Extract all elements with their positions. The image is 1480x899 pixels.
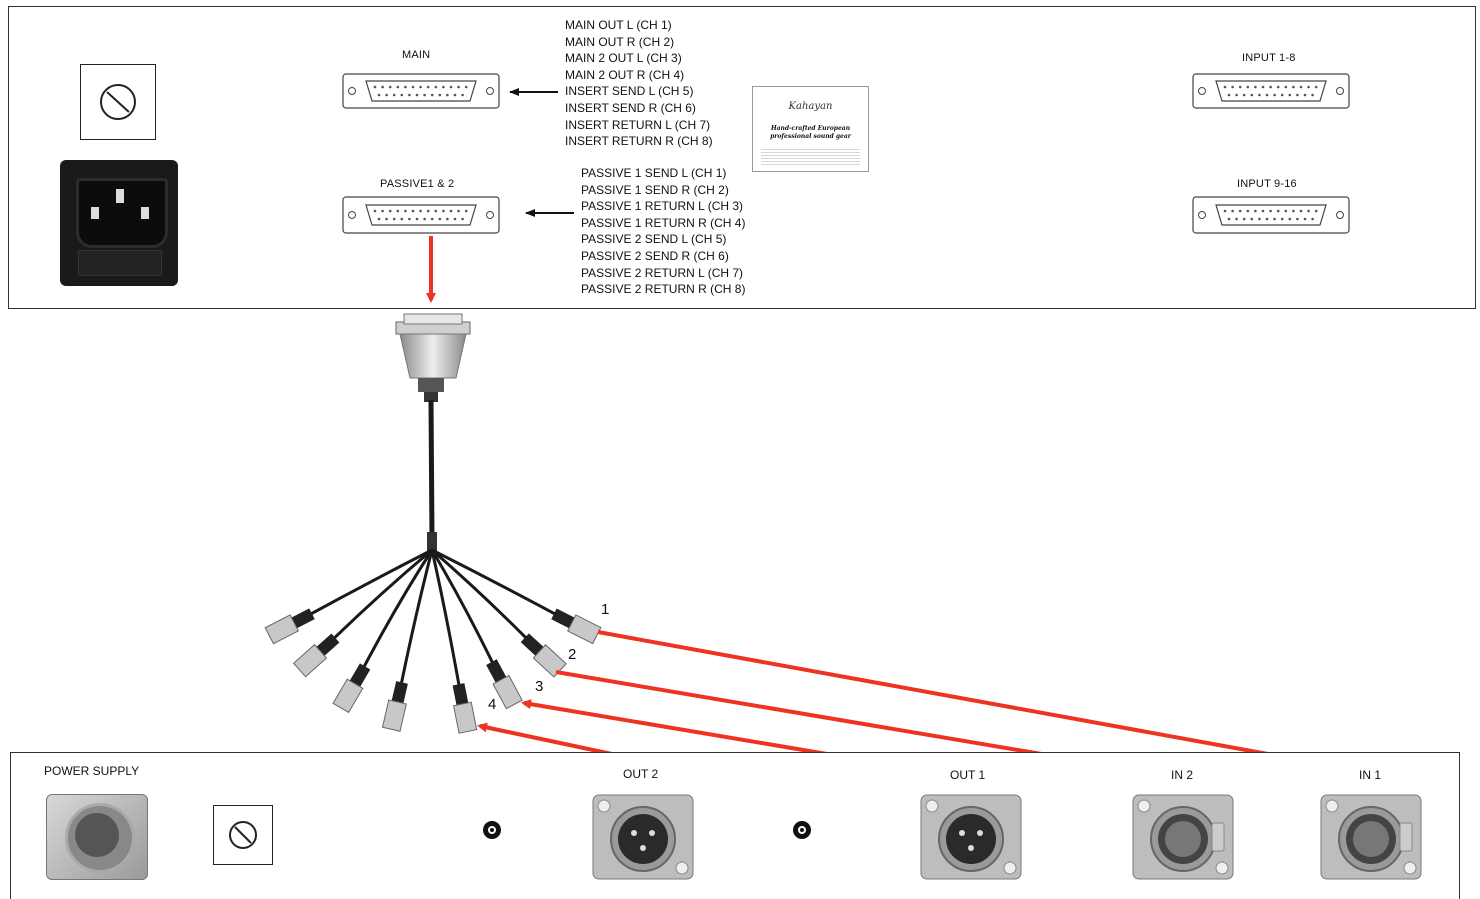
main-channel-item: INSERT RETURN L (CH 7) <box>565 117 711 132</box>
switch-icon <box>100 84 136 120</box>
top-rear-panel <box>8 6 1476 309</box>
main-connector-label: MAIN <box>402 49 431 61</box>
passive-channel-item: PASSIVE 1 RETURN L (CH 3) <box>581 199 744 214</box>
passive-channel-item: PASSIVE 2 SEND L (CH 5) <box>581 232 727 247</box>
main-channel-item: INSERT SEND L (CH 5) <box>565 84 694 99</box>
fanout-cable <box>431 548 571 624</box>
bottom-power-switch[interactable] <box>213 805 273 865</box>
out-2-xlr-connector[interactable] <box>592 794 694 880</box>
power-switch[interactable] <box>80 64 156 140</box>
main-channel-item: MAIN 2 OUT L (CH 3) <box>565 51 682 66</box>
passive-connector-label: PASSIVE1 & 2 <box>380 178 455 190</box>
passive-channel-item: PASSIVE 2 SEND R (CH 6) <box>581 248 729 263</box>
ground-post <box>793 821 811 839</box>
in-1-label: IN 1 <box>1359 768 1382 782</box>
xlr-plug <box>551 608 602 645</box>
route-arrow-1 <box>597 630 1337 770</box>
main-db25-connector[interactable] <box>342 73 500 109</box>
in-1-xlr-connector[interactable] <box>1320 794 1422 880</box>
ground-post <box>483 821 501 839</box>
main-channel-list: MAIN OUT L (CH 1) MAIN OUT R (CH 2) MAIN… <box>565 17 713 150</box>
xlr-plug <box>264 608 315 645</box>
fuse-drawer[interactable] <box>78 250 162 276</box>
cable-trunk <box>428 399 435 541</box>
xlr-plug <box>452 683 478 734</box>
passive-channel-item: PASSIVE 1 RETURN R (CH 4) <box>581 215 746 230</box>
input-1-8-db25-connector[interactable] <box>1192 73 1350 109</box>
fanout-cable <box>354 549 434 683</box>
passive-db25-connector[interactable] <box>342 196 500 234</box>
iec-power-inlet[interactable] <box>60 160 178 286</box>
cable-number: 4 <box>488 696 497 713</box>
passive-channel-item: PASSIVE 2 RETURN R (CH 8) <box>581 282 746 297</box>
power-supply-connector[interactable] <box>46 794 148 880</box>
main-channel-item: INSERT SEND R (CH 6) <box>565 100 696 115</box>
input-9-16-db25-connector[interactable] <box>1192 196 1350 234</box>
input-1-8-label: INPUT 1-8 <box>1242 52 1296 64</box>
passive-channel-item: PASSIVE 1 SEND R (CH 2) <box>581 182 729 197</box>
passive-channel-list: PASSIVE 1 SEND L (CH 1) PASSIVE 1 SEND R… <box>581 165 745 298</box>
brand-logo: Kahayan <box>788 101 833 112</box>
passive-channel-item: PASSIVE 1 SEND L (CH 1) <box>581 166 727 180</box>
xlr-plug <box>486 659 523 710</box>
iec-socket <box>76 178 168 248</box>
xlr-plug <box>332 663 371 714</box>
out-1-xlr-connector[interactable] <box>920 794 1022 880</box>
in-2-xlr-connector[interactable] <box>1132 794 1234 880</box>
xlr-plug <box>292 633 340 678</box>
tagline-line-2: professional sound gear <box>770 133 851 140</box>
fanout-cable <box>431 548 540 652</box>
main-channel-item: MAIN 2 OUT R (CH 4) <box>565 67 685 82</box>
main-channel-item: MAIN OUT R (CH 2) <box>565 34 675 49</box>
switch-icon <box>229 821 257 849</box>
manufacturer-label-card: Kahayan Hand-crafted European profession… <box>752 86 869 172</box>
db25-plug <box>395 313 471 402</box>
main-channel-item: MAIN OUT L (CH 1) <box>565 18 672 32</box>
route-arrow-4 <box>477 722 627 759</box>
tagline-line-1: Hand-crafted European <box>770 125 851 132</box>
xlr-plug <box>381 681 408 732</box>
fine-print <box>761 147 860 165</box>
power-supply-label: POWER SUPPLY <box>44 764 140 778</box>
cable-number: 3 <box>535 678 544 695</box>
cable-number: 2 <box>568 646 577 663</box>
main-channel-item: INSERT RETURN R (CH 8) <box>565 134 713 149</box>
out-2-label: OUT 2 <box>623 767 659 781</box>
cable-number: 1 <box>601 601 610 618</box>
xlr-plug <box>520 633 567 678</box>
passive-channel-item: PASSIVE 2 RETURN L (CH 7) <box>581 265 744 280</box>
fanout-cable <box>430 549 502 679</box>
in-2-label: IN 2 <box>1171 768 1194 782</box>
out-1-label: OUT 1 <box>950 768 986 782</box>
input-9-16-label: INPUT 9-16 <box>1237 178 1297 190</box>
fanout-cable <box>430 549 464 703</box>
fanout-cable <box>396 549 434 701</box>
